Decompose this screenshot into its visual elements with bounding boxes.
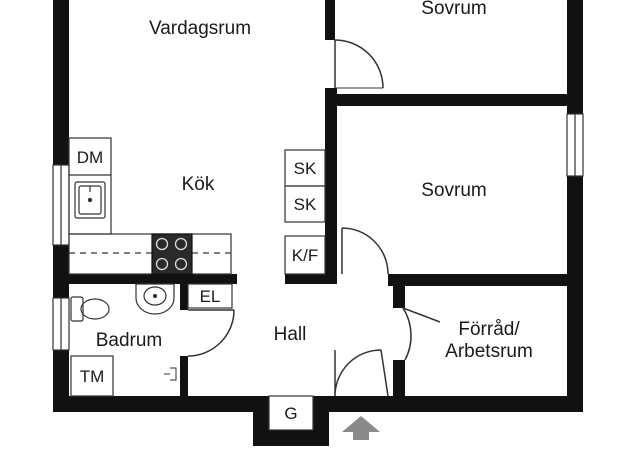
- wall-kitchen-hall: [285, 274, 337, 284]
- room-label-hall: Hall: [274, 324, 307, 345]
- doors: [187, 39, 441, 397]
- entrance-arrow-icon: [342, 416, 380, 440]
- wall-storage-left-upper: [393, 274, 405, 308]
- door-bedroom2: [341, 227, 389, 275]
- room-label-forrad-2: Arbetsrum: [445, 341, 533, 362]
- wardrobes: [70, 149, 326, 431]
- bathroom: [70, 283, 177, 381]
- wall-bedroom2-left: [325, 94, 337, 282]
- sink-icon: [74, 181, 106, 219]
- g-box: [268, 395, 314, 431]
- tag-kf: K/F: [292, 246, 318, 265]
- fridge-kf: [284, 235, 326, 275]
- toilet-icon: [70, 296, 110, 322]
- tag-tm: TM: [80, 367, 105, 386]
- wall-bath-right: [180, 284, 188, 310]
- wall-bath-right-lower: [180, 356, 188, 398]
- wall-right: [567, 0, 583, 412]
- tag-sk-1: SK: [294, 159, 317, 178]
- wall-bedroom2-bottom: [388, 274, 583, 286]
- tag-sk-2: SK: [294, 195, 317, 214]
- tag-g: G: [284, 404, 297, 423]
- tag-el: EL: [200, 287, 221, 306]
- room-label-sovrum: Sovrum: [421, 180, 486, 201]
- wall-bottom-left: [53, 396, 253, 412]
- wall-bottom-right: [323, 396, 583, 412]
- room-label-badrum: Badrum: [96, 330, 163, 351]
- counter-lower: [68, 233, 232, 275]
- tag-dm: DM: [77, 148, 103, 167]
- wall-storage-left-lower: [393, 360, 405, 408]
- windows: [52, 113, 584, 351]
- door-entrance: [334, 349, 389, 397]
- wall-niche-bottom: [253, 430, 329, 446]
- room-label-forrad-1: Förråd/: [458, 319, 520, 340]
- door-storage: [402, 307, 441, 361]
- stove-icon: [151, 233, 193, 275]
- wall-niche-right: [313, 396, 329, 446]
- kitchen: [68, 137, 232, 275]
- el-box: [187, 283, 233, 309]
- door-bedroom1: [334, 39, 384, 89]
- room-label-sovrum-top: Sovrum: [421, 0, 486, 19]
- room-label-kok: Kök: [182, 174, 215, 195]
- door-bathroom: [187, 309, 235, 357]
- wardrobe-sk2: [284, 185, 326, 223]
- wall-kitchen-bath: [53, 274, 237, 284]
- walls: [53, 0, 583, 446]
- basin-icon: [135, 283, 175, 315]
- wall-living-bedroom1: [325, 0, 335, 40]
- tm-box: [70, 355, 114, 397]
- wall-bedrooms: [325, 94, 583, 106]
- room-label-vardagsrum: Vardagsrum: [149, 18, 251, 39]
